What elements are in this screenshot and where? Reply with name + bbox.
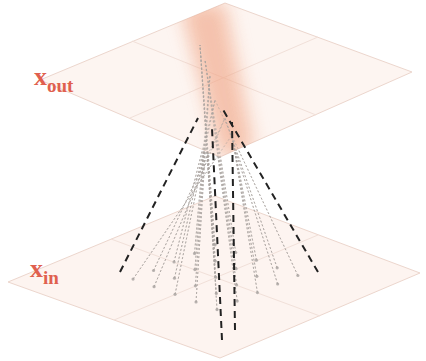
- cone-lines: [120, 108, 318, 340]
- projection-line: [225, 118, 278, 284]
- projection-line: [196, 75, 210, 302]
- grid-line: [114, 235, 318, 320]
- variable-subscript: out: [47, 75, 73, 96]
- projection-line: [232, 135, 257, 276]
- projection-lines-top: [133, 45, 298, 310]
- variable-name: x: [34, 62, 47, 91]
- projection-line: [232, 135, 257, 293]
- input-plane: [8, 196, 420, 358]
- projection-line: [195, 75, 210, 286]
- grid-line: [111, 239, 320, 316]
- projection-line: [205, 60, 236, 269]
- variable-subscript: in: [43, 267, 59, 288]
- projection-line: [232, 135, 257, 293]
- projection-line: [175, 100, 215, 294]
- receptive-band: [180, 3, 255, 158]
- plane-label: xin: [30, 256, 59, 282]
- projection-line: [232, 135, 257, 276]
- output-plane: [40, 3, 412, 157]
- variable-name: x: [30, 254, 43, 283]
- plane-label: xout: [34, 64, 73, 90]
